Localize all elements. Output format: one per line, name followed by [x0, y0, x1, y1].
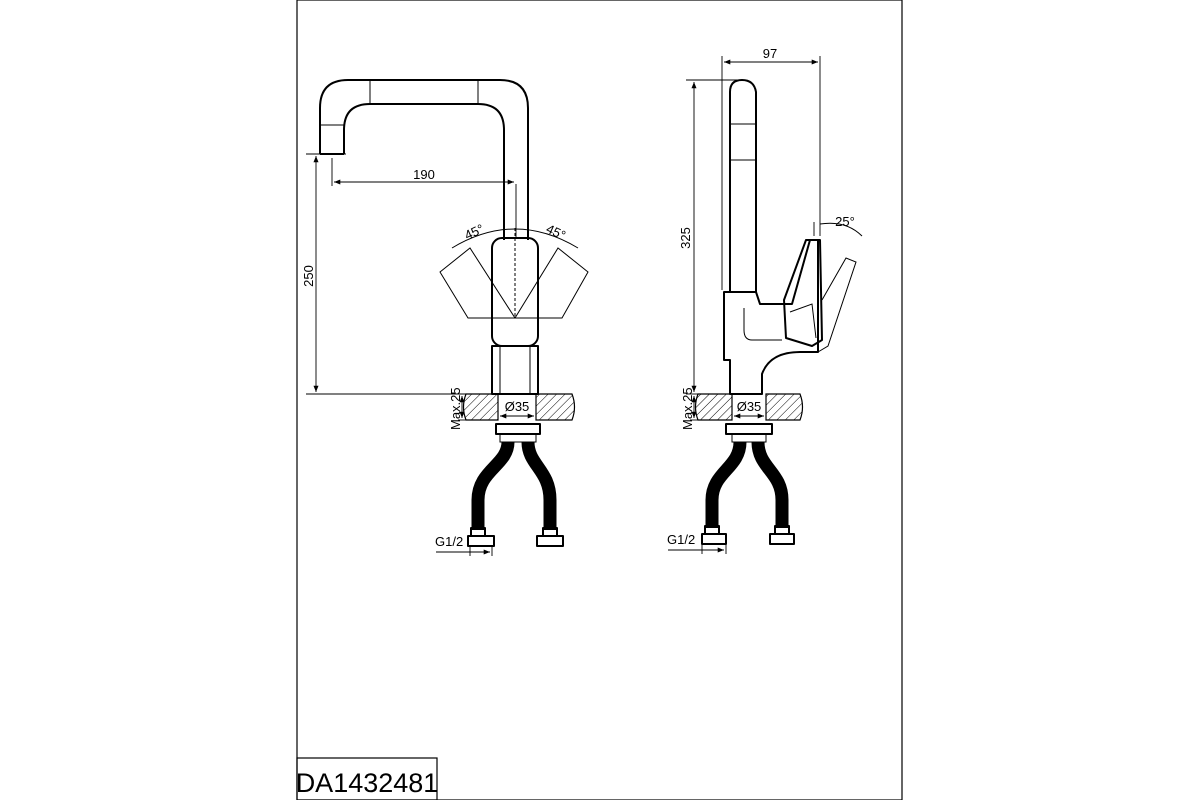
side-lever-angle-label: 25° [835, 214, 855, 229]
side-lever [783, 222, 863, 353]
side-deck-label: Max.25 [680, 387, 695, 430]
front-deck-label: Max.25 [448, 387, 463, 430]
side-depth-label: 97 [763, 46, 777, 61]
front-swivel-right-label: 45° [544, 221, 568, 243]
front-hoses [467, 441, 564, 547]
front-lever-swivel [439, 228, 589, 319]
front-thread-label: G1/2 [435, 534, 463, 549]
product-code: DA1432481 [296, 768, 439, 798]
sheet-border [296, 0, 903, 800]
front-diameter-label: Ø35 [505, 399, 530, 414]
front-reach-label: 190 [413, 167, 435, 182]
front-height-label: 250 [301, 265, 316, 287]
side-view: 97 325 25° Max.25 Ø35 G1/2 [667, 46, 863, 554]
front-view: 190 250 45° 45° Max.25 Ø35 G1/2 [301, 79, 589, 556]
front-spout [319, 79, 529, 240]
title-block: DA1432481 [296, 757, 439, 800]
side-dimensions [668, 56, 821, 554]
front-body [491, 345, 539, 395]
front-swivel-left-label: 45° [462, 221, 486, 243]
side-height-label: 325 [678, 227, 693, 249]
front-mounting-nut [495, 423, 541, 443]
side-hoses [701, 441, 795, 545]
side-thread-label: G1/2 [667, 532, 695, 547]
side-body [723, 239, 819, 395]
side-mounting-nut [725, 423, 773, 443]
side-spout [729, 79, 757, 292]
front-dimensions [306, 153, 534, 556]
side-deck [694, 393, 804, 421]
front-deck [462, 393, 576, 421]
side-diameter-label: Ø35 [737, 399, 762, 414]
